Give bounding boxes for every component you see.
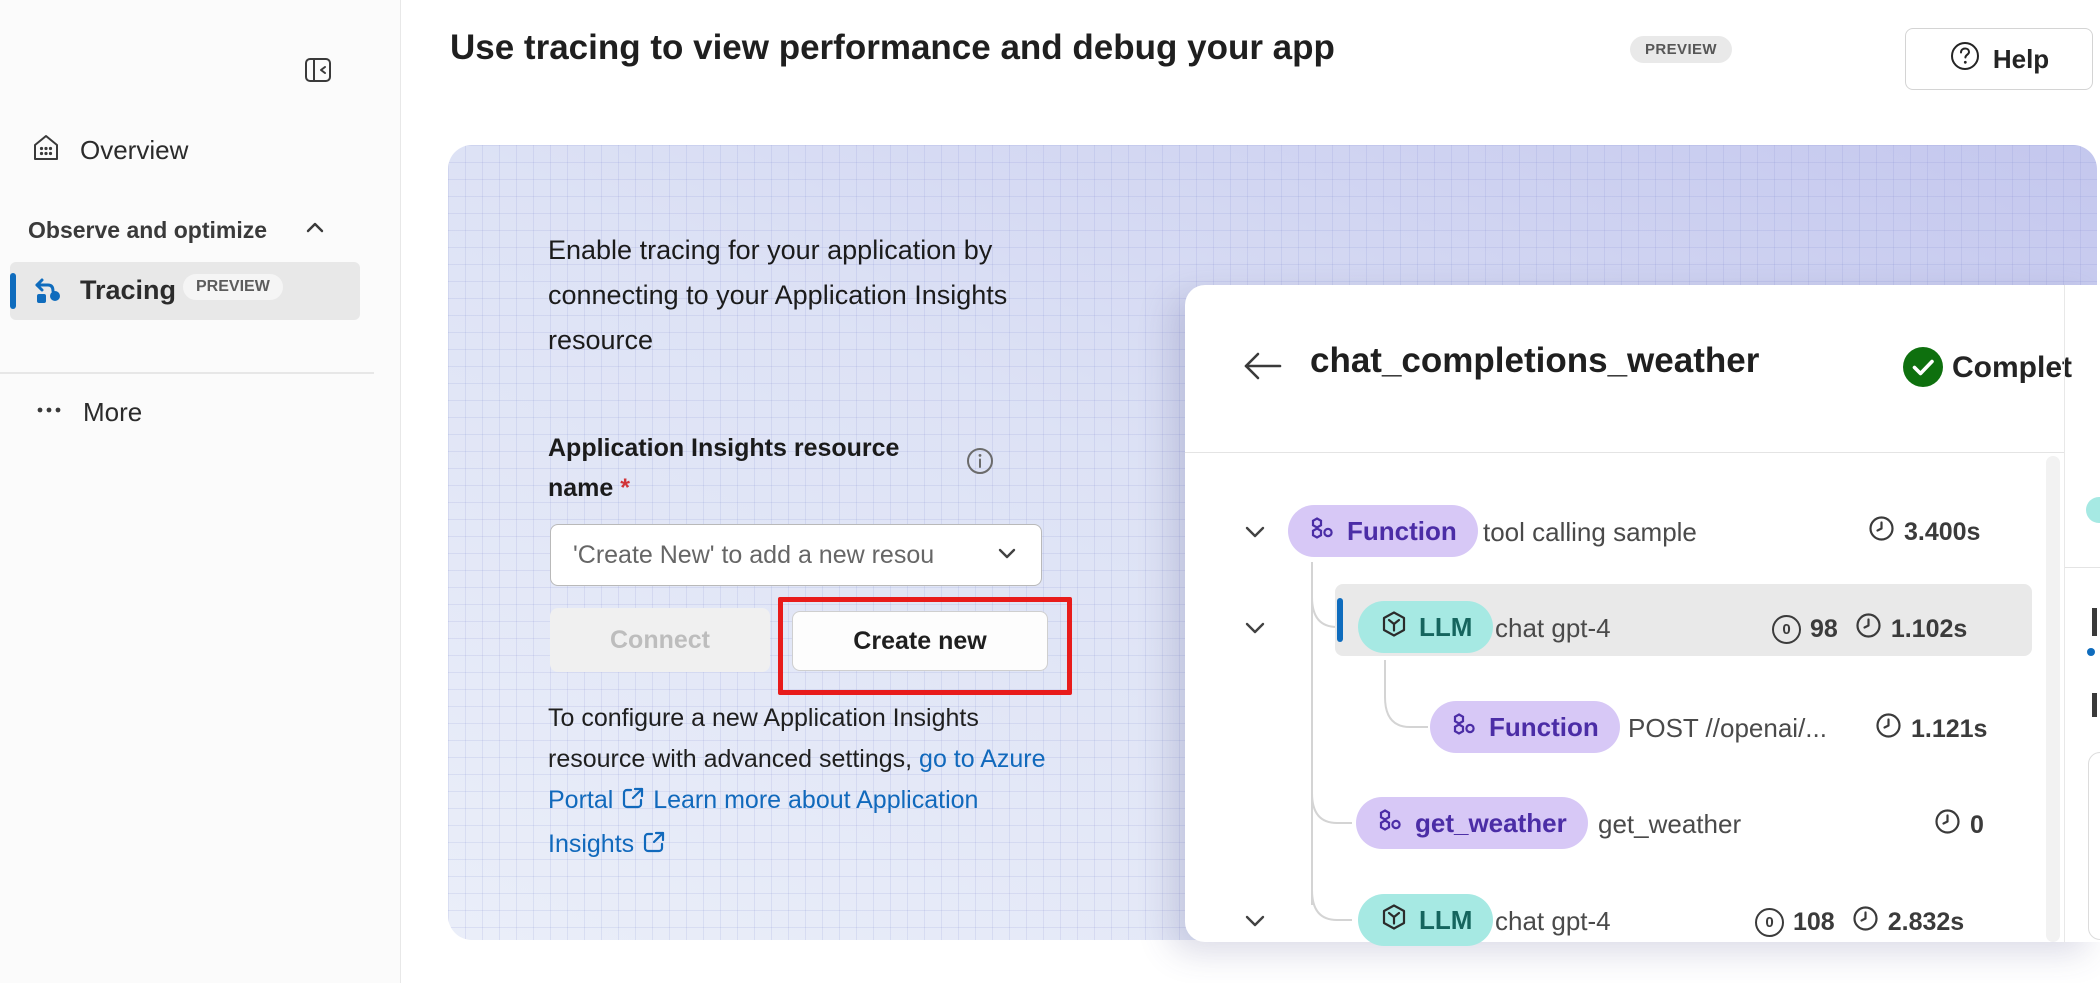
help-button[interactable]: Help <box>1905 28 2093 90</box>
span-type-badge: LLM <box>1419 904 1473 935</box>
trace-title: chat_completions_weather <box>1310 341 1760 380</box>
span-metrics: 3.400s <box>1868 515 1980 549</box>
chevron-down-icon[interactable] <box>1243 617 1267 644</box>
span-metrics: 1.121s <box>1875 712 1987 746</box>
span-label: POST //openai/... <box>1628 713 1827 743</box>
chevron-up-icon[interactable] <box>302 215 328 246</box>
chevron-down-icon <box>995 541 1019 570</box>
tree-connectors <box>1311 562 1428 921</box>
sidebar-item-label: Tracing <box>80 275 177 305</box>
span-type-badge: get_weather <box>1415 807 1567 838</box>
pane-divider <box>2064 285 2065 942</box>
function-icon <box>1377 806 1405 841</box>
info-icon[interactable] <box>965 446 995 481</box>
llm-cube-icon <box>1379 902 1409 939</box>
span-label: get_weather <box>1598 809 1742 839</box>
selection-indicator <box>10 273 16 309</box>
sidebar-item-label: More <box>83 397 143 427</box>
sidebar-item-tracing[interactable]: Tracing PREVIEW <box>10 262 360 320</box>
duration: 0 <box>1970 810 1984 839</box>
token-count: 98 <box>1810 614 1838 643</box>
span-metrics: 0 98 1.102s <box>1772 612 1967 646</box>
right-pane-card-sliver <box>2088 752 2100 940</box>
footnote-text: To configure a new Application Insights … <box>548 704 979 773</box>
clock-icon <box>1852 905 1879 939</box>
more-dots-icon <box>33 394 65 431</box>
function-icon <box>1309 514 1337 549</box>
sidebar-item-label: Overview <box>80 135 189 165</box>
help-icon <box>1949 40 1981 79</box>
azure-portal-link[interactable]: go to Azure Portal <box>548 745 1046 814</box>
help-label: Help <box>1992 43 2050 74</box>
card-header-divider <box>1185 452 2064 453</box>
token-count: 108 <box>1793 907 1835 936</box>
right-pane-dot <box>2087 648 2095 656</box>
page-preview-badge: PREVIEW <box>1630 36 1732 63</box>
sidebar: Overview Observe and optimize Tracing <box>0 0 401 983</box>
clock-icon <box>1934 808 1961 842</box>
clock-icon <box>1868 515 1895 549</box>
create-new-button[interactable]: Create new <box>792 611 1048 671</box>
footnote: To configure a new Application Insights … <box>548 698 1053 868</box>
span-metrics: 0 108 2.832s <box>1755 905 1964 939</box>
clock-icon <box>1855 612 1882 646</box>
sidebar-collapse-icon[interactable] <box>303 55 333 90</box>
scrollbar-track[interactable] <box>2046 456 2060 942</box>
sidebar-item-overview[interactable]: Overview <box>30 132 188 169</box>
selected-row-indicator <box>1337 598 1343 642</box>
span-type-badge: Function <box>1489 711 1599 742</box>
enable-tracing-text: Enable tracing for your application by c… <box>548 235 1008 355</box>
span-label: tool calling sample <box>1483 517 1697 547</box>
chevron-down-icon[interactable] <box>1243 910 1267 937</box>
page-title: Use tracing to view performance and debu… <box>450 28 1335 67</box>
right-pane-text-sliver <box>2092 608 2097 636</box>
trace-row[interactable]: LLM <box>1358 894 1494 946</box>
external-link-icon[interactable] <box>620 783 646 824</box>
sidebar-item-more[interactable]: More <box>33 394 142 431</box>
sidebar-section-observe[interactable]: Observe and optimize <box>28 215 328 246</box>
tokens-icon: 0 <box>1755 907 1784 937</box>
function-icon <box>1451 710 1479 745</box>
sidebar-divider <box>0 372 374 374</box>
duration: 1.121s <box>1911 714 1988 743</box>
llm-cube-icon <box>1379 609 1409 646</box>
chevron-down-icon[interactable] <box>1243 521 1267 548</box>
span-label: chat gpt-4 <box>1495 613 1611 643</box>
trace-detail-card: chat_completions_weather Complet <box>1185 285 2100 946</box>
external-link-icon[interactable] <box>641 827 667 868</box>
tracing-preview-badge: PREVIEW <box>183 274 283 300</box>
trace-row[interactable]: Function <box>1430 701 1620 753</box>
clock-icon <box>1875 712 1902 746</box>
connect-button[interactable]: Connect <box>550 608 770 672</box>
resource-dropdown[interactable]: 'Create New' to add a new resou <box>550 524 1042 586</box>
tracing-icon <box>30 272 68 315</box>
span-type-badge: LLM <box>1419 611 1473 642</box>
tokens-icon: 0 <box>1772 614 1801 644</box>
trace-row[interactable]: Function <box>1288 505 1478 557</box>
right-pane-badge-sliver <box>2086 497 2100 523</box>
resource-name-label: Application Insights resource name * <box>548 434 900 502</box>
learn-more-link[interactable]: Learn more about Application Insights <box>548 786 979 858</box>
dropdown-value: 'Create New' to add a new resou <box>573 540 935 569</box>
home-icon <box>30 132 62 169</box>
trace-row[interactable]: get_weather <box>1356 797 1588 849</box>
duration: 1.102s <box>1890 614 1968 643</box>
right-pane-divider <box>2065 567 2100 568</box>
duration: 3.400s <box>1904 517 1981 546</box>
span-type-badge: Function <box>1347 515 1457 546</box>
status-check-icon <box>1902 346 1944 393</box>
span-metrics: 0 <box>1934 808 1984 842</box>
duration: 2.832s <box>1887 907 1965 936</box>
section-label: Observe and optimize <box>28 217 268 243</box>
right-pane-text-sliver <box>2092 693 2097 717</box>
back-arrow-icon[interactable] <box>1240 348 1284 389</box>
required-asterisk: * <box>620 474 630 502</box>
span-label: chat gpt-4 <box>1495 906 1611 936</box>
status-badge: Complet <box>1952 351 2072 384</box>
trace-row[interactable]: LLM <box>1358 601 1494 653</box>
annotation-red-box <box>778 597 1072 695</box>
